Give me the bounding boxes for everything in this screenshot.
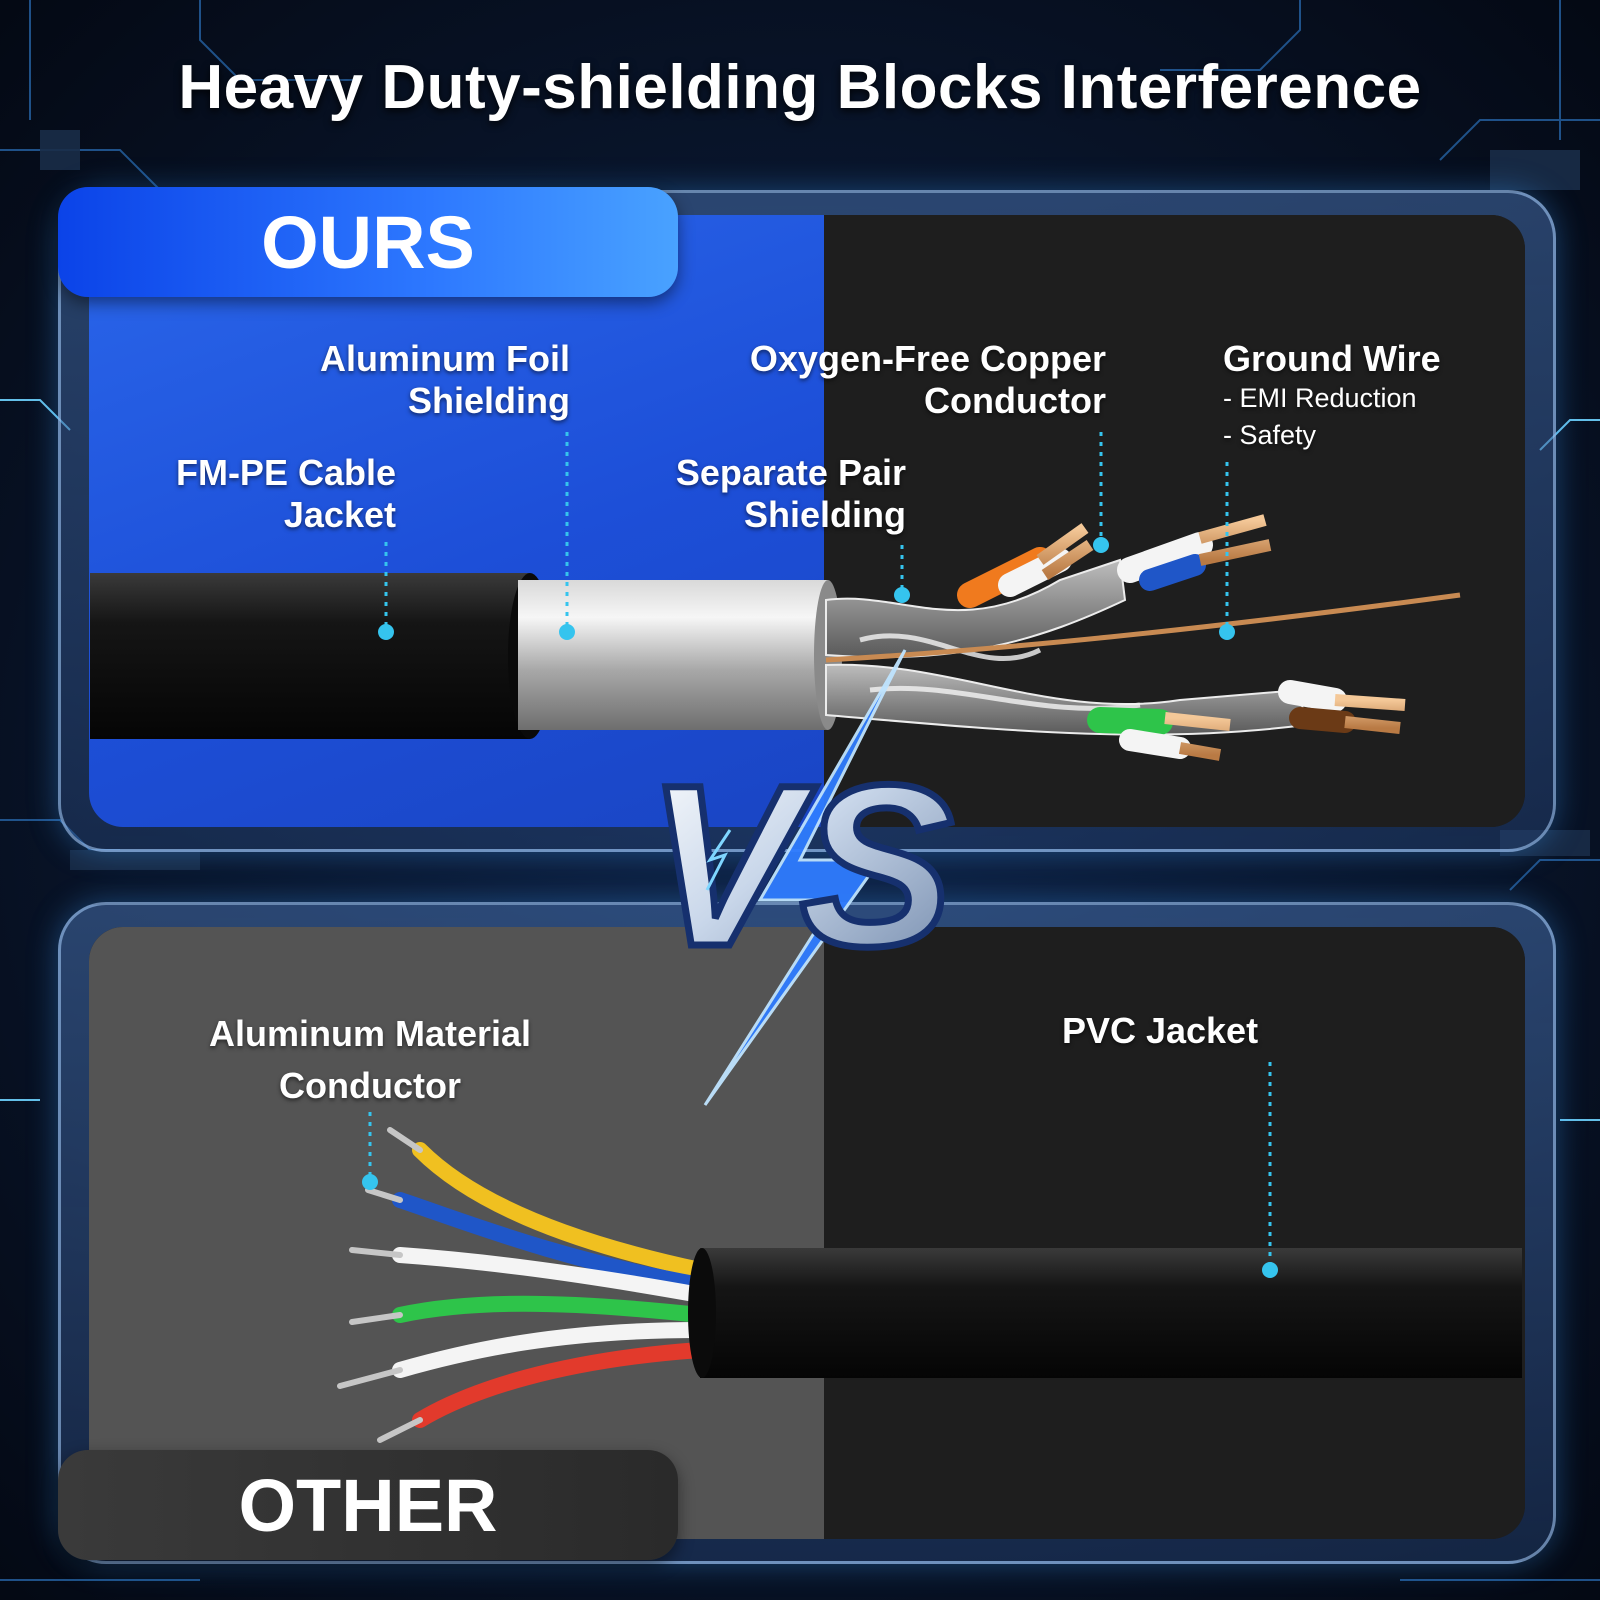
label-aluminum-material: Aluminum Material Conductor xyxy=(208,1013,532,1106)
vs-text: VS xyxy=(647,737,954,994)
fm-pe-jacket-shape xyxy=(90,573,530,739)
wire-ends xyxy=(957,514,1406,761)
callouts xyxy=(368,432,1272,1270)
label-pvc-jacket: PVC Jacket xyxy=(1061,1010,1259,1051)
pvc-jacket-shape xyxy=(700,1248,1522,1378)
other-badge: OTHER xyxy=(58,1450,678,1560)
label-pair-shielding: Separate Pair Shielding xyxy=(675,452,906,535)
label-ground-wire: Ground Wire - EMI Reduction - Safety xyxy=(1223,338,1441,450)
label-aluminum-foil: Aluminum Foil Shielding xyxy=(320,338,570,421)
label-copper-conductor: Oxygen-Free Copper Conductor xyxy=(749,338,1106,421)
other-dark-half xyxy=(824,927,1525,1539)
aluminum-foil-shape xyxy=(518,580,828,730)
page-title: Heavy Duty-shielding Blocks Interference xyxy=(178,53,1422,122)
label-fm-pe-jacket: FM-PE Cable Jacket xyxy=(175,452,396,535)
other-gray-half xyxy=(89,927,824,1539)
lightning-bolt-icon xyxy=(703,649,907,1106)
other-panel-inner xyxy=(89,927,1525,1539)
ours-cable xyxy=(90,514,1461,761)
loose-wires xyxy=(337,1127,708,1443)
ours-badge: OURS xyxy=(58,187,678,297)
callout-dots xyxy=(362,537,1278,1278)
other-cable xyxy=(337,1127,1522,1443)
